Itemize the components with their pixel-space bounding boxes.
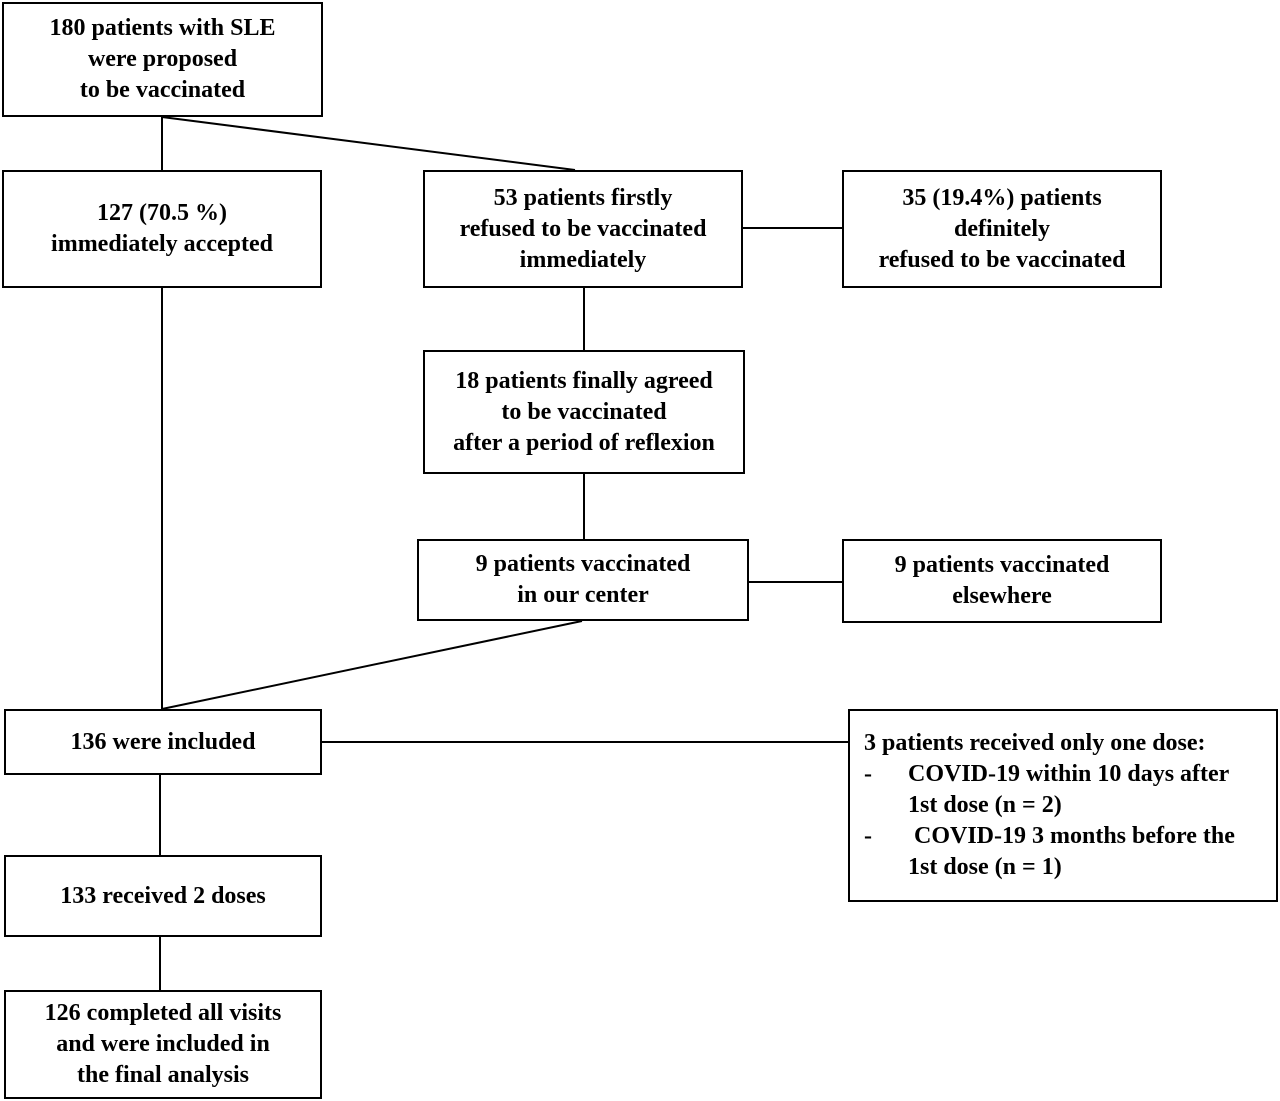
- box-text: 136 were included: [70, 728, 256, 755]
- box-refused-definitely: 35 (19.4%) patients definitely refused t…: [842, 170, 1162, 288]
- box-text: 126 completed all visits: [44, 1000, 282, 1026]
- box-refused-first: 53 patients firstly refused to be vaccin…: [423, 170, 743, 288]
- bullet-spacer: [864, 790, 908, 821]
- bullet-text: COVID-19 within 10 days after: [908, 761, 1230, 787]
- box-text: were proposed: [87, 46, 238, 72]
- bullet-item-continued: 1st dose (n = 1): [864, 852, 1062, 883]
- box-text: after a period of reflexion: [453, 429, 715, 456]
- box-text: 133 received 2 doses: [60, 882, 266, 909]
- bullet-spacer: [864, 852, 908, 883]
- box-text: 18 patients finally agreed: [455, 367, 713, 394]
- bullet-text: 1st dose (n = 1): [908, 854, 1062, 880]
- box-text: in our center: [517, 582, 649, 608]
- box-text: 180 patients with SLE: [49, 15, 276, 41]
- box-agreed: 18 patients finally agreed to be vaccina…: [423, 350, 745, 474]
- bullet-text: 1st dose (n = 2): [908, 792, 1062, 818]
- bullet-item: - COVID-19 within 10 days after: [864, 759, 1229, 790]
- box-two-doses: 133 received 2 doses: [4, 855, 322, 937]
- box-text: immediately accepted: [51, 231, 273, 257]
- box-text: to be vaccinated: [79, 77, 246, 103]
- box-text: 127 (70.5 %): [97, 200, 227, 226]
- bullet-dash: -: [864, 823, 872, 849]
- box-text: 9 patients vaccinated: [894, 552, 1110, 578]
- box-text: elsewhere: [952, 583, 1052, 609]
- box-text: and were included in: [56, 1031, 270, 1057]
- box-text: 35 (19.4%) patients: [902, 184, 1102, 211]
- box-text: the final analysis: [76, 1062, 250, 1088]
- box-text: immediately: [519, 246, 647, 273]
- box-text: refused to be vaccinated: [878, 246, 1126, 273]
- box-vaccinated-center: 9 patients vaccinated in our center: [417, 539, 749, 621]
- box-one-dose: 3 patients received only one dose: - COV…: [848, 709, 1278, 902]
- bullet-item: - COVID-19 3 months before the: [864, 821, 1235, 852]
- box-final-analysis: 126 completed all visits and were includ…: [4, 990, 322, 1099]
- box-included: 136 were included: [4, 709, 322, 775]
- connector-center-included: [161, 620, 583, 710]
- box-proposed: 180 patients with SLE were proposed to b…: [2, 2, 323, 117]
- box-accepted: 127 (70.5 %) immediately accepted: [2, 170, 322, 288]
- box-text: 9 patients vaccinated: [475, 551, 691, 577]
- bullet-dash: -: [864, 761, 872, 787]
- box-text: to be vaccinated: [501, 398, 667, 425]
- box-text: 53 patients firstly: [493, 184, 673, 211]
- box-title: 3 patients received only one dose:: [864, 730, 1206, 756]
- bullet-text: COVID-19 3 months before the: [908, 823, 1235, 849]
- box-text: definitely: [954, 215, 1050, 242]
- box-vaccinated-elsewhere: 9 patients vaccinated elsewhere: [842, 539, 1162, 623]
- connector-start-refused: [161, 116, 576, 171]
- bullet-item-continued: 1st dose (n = 2): [864, 790, 1062, 821]
- box-text: refused to be vaccinated: [459, 215, 707, 242]
